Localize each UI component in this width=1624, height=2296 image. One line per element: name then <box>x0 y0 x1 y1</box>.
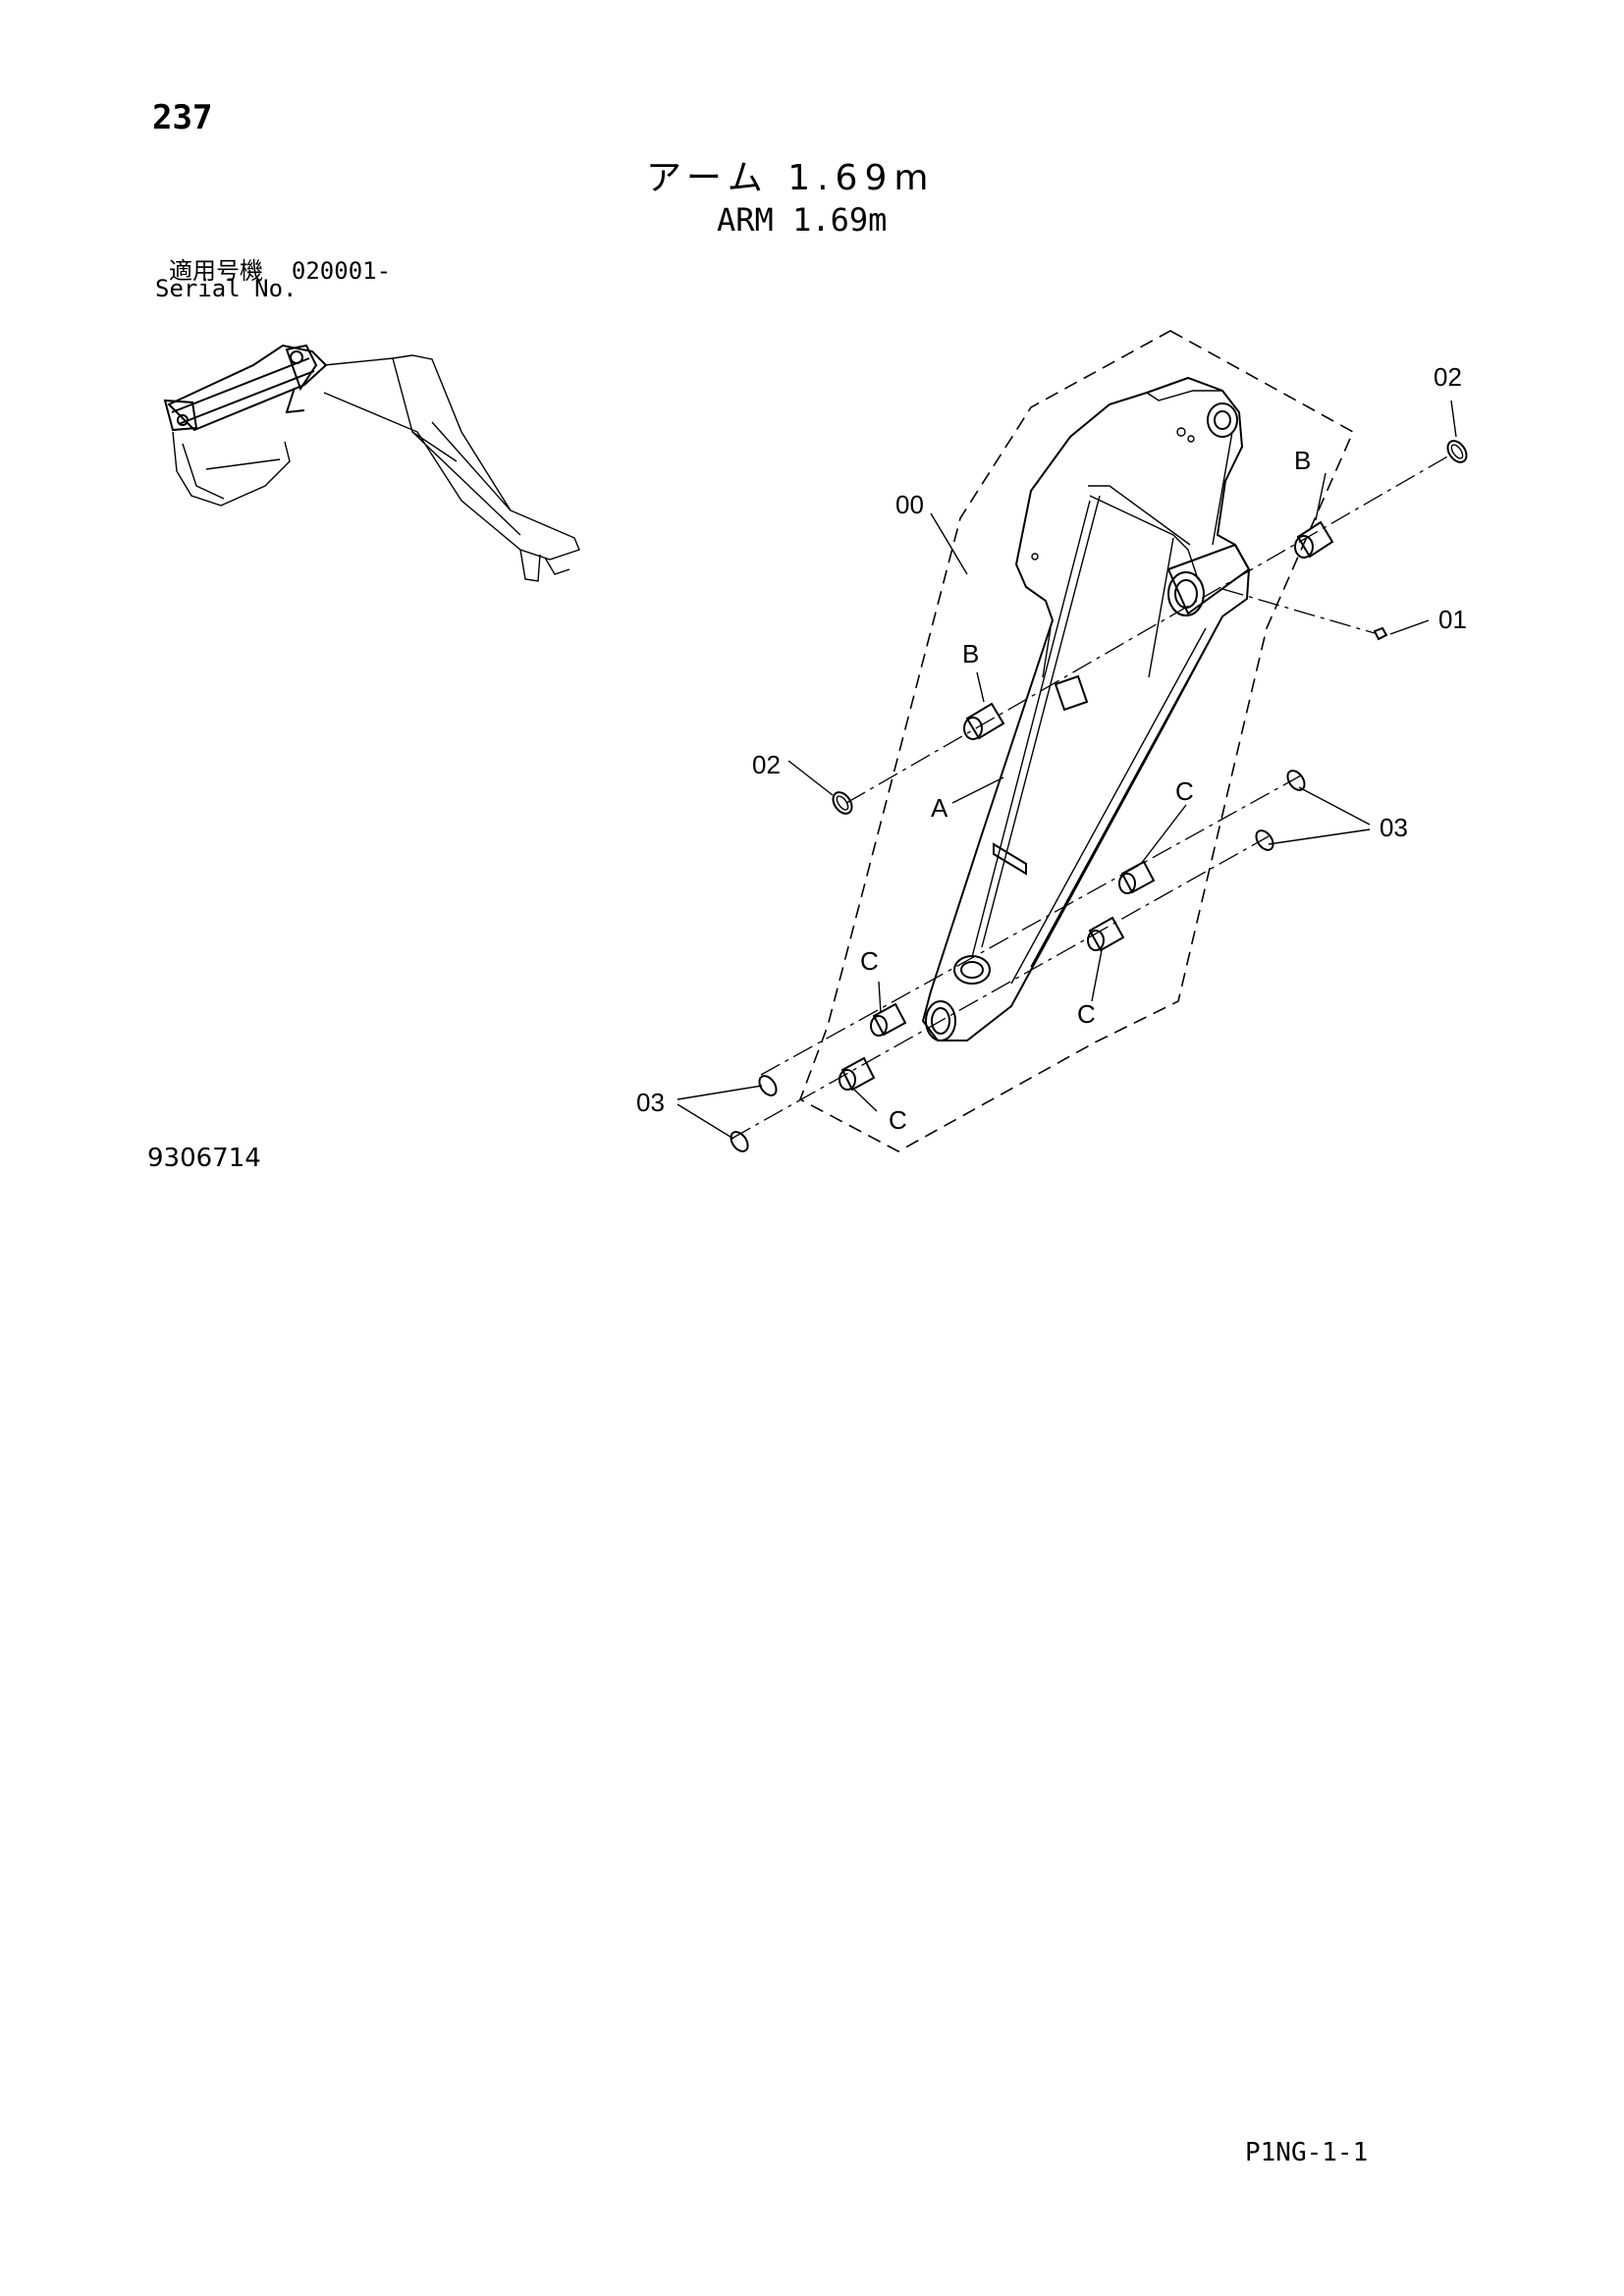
callout-00: 00 <box>895 490 924 519</box>
grease-axis <box>1221 588 1376 634</box>
title-english: ARM 1.69m <box>717 201 888 239</box>
callout-c-1: C <box>1175 776 1194 806</box>
callout-c-3: C <box>860 946 879 976</box>
drawing-number: 9306714 <box>147 1144 261 1173</box>
bushing-b-left <box>963 702 1005 740</box>
callout-b-left: B <box>962 639 979 668</box>
arm-lugs <box>993 674 1089 876</box>
callout-c-4: C <box>889 1105 907 1135</box>
serial-label-japanese: 適用号機 <box>169 257 263 285</box>
arm-pin-bosses <box>925 402 1251 1041</box>
ring-02-left <box>832 791 853 815</box>
serial-range: 適用号機 020001- <box>169 251 391 286</box>
leader-lines <box>677 400 1457 1140</box>
bushing-c-upper-right <box>1118 860 1156 894</box>
callout-01: 01 <box>1438 605 1467 634</box>
page-number: 237 <box>152 98 213 137</box>
thumbnail-arm-highlight <box>163 344 328 432</box>
bushing-c-lower-right <box>1087 916 1125 952</box>
pin-axis-lower <box>731 835 1270 1140</box>
callout-02-left: 02 <box>752 750 781 779</box>
callout-b-top: B <box>1294 446 1311 475</box>
callout-a: A <box>931 793 948 823</box>
pin-axis-upper <box>845 454 1452 804</box>
assembly-boundary <box>799 330 1355 1152</box>
footer-code: P1NG-1-1 <box>1245 2138 1369 2167</box>
thumbnail-bucket-phantom <box>172 431 291 507</box>
bushing-c-upper-left <box>870 1002 907 1037</box>
thumbnail-boom-phantom <box>323 354 580 582</box>
arm-body <box>921 376 1251 1041</box>
callout-03-right: 03 <box>1380 813 1408 842</box>
pin-axis-middle <box>760 774 1302 1076</box>
title-japanese: アーム 1.69m <box>646 158 936 198</box>
bushing-b-top <box>1294 520 1334 559</box>
bushing-c-lower-left <box>839 1056 876 1092</box>
callout-labels: 00 01 02 02 03 03 A B B C C C C <box>636 362 1467 1135</box>
ring-03-right-lower <box>1255 829 1274 851</box>
ring-03-left-upper <box>758 1075 778 1096</box>
callout-03-left: 03 <box>636 1088 665 1117</box>
grease-fitting-01 <box>1373 626 1388 641</box>
ring-03-left-lower <box>730 1131 749 1152</box>
serial-label-english: Serial No. <box>155 275 298 302</box>
ring-02-top-right <box>1446 440 1468 463</box>
callout-c-2: C <box>1077 999 1096 1029</box>
serial-value: 020001- <box>291 257 392 285</box>
callout-02-top-right: 02 <box>1434 362 1462 392</box>
